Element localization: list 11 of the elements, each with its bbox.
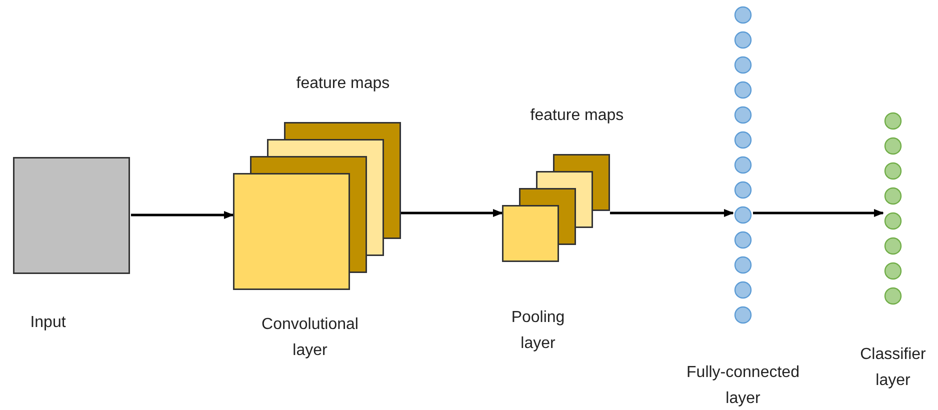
arrow xyxy=(131,211,234,219)
layer-caption: Pooling layer xyxy=(510,308,566,354)
layer-caption: Classifier layer xyxy=(859,345,927,391)
arrow xyxy=(610,209,734,217)
layer-caption: Fully-connected layer xyxy=(686,363,800,409)
layer-caption: Convolutional layer xyxy=(260,315,360,361)
layer-caption: feature maps xyxy=(529,106,625,126)
layer-caption: Input xyxy=(29,313,67,333)
arrow xyxy=(753,209,884,217)
arrow xyxy=(401,209,503,217)
layer-caption: feature maps xyxy=(295,74,391,94)
